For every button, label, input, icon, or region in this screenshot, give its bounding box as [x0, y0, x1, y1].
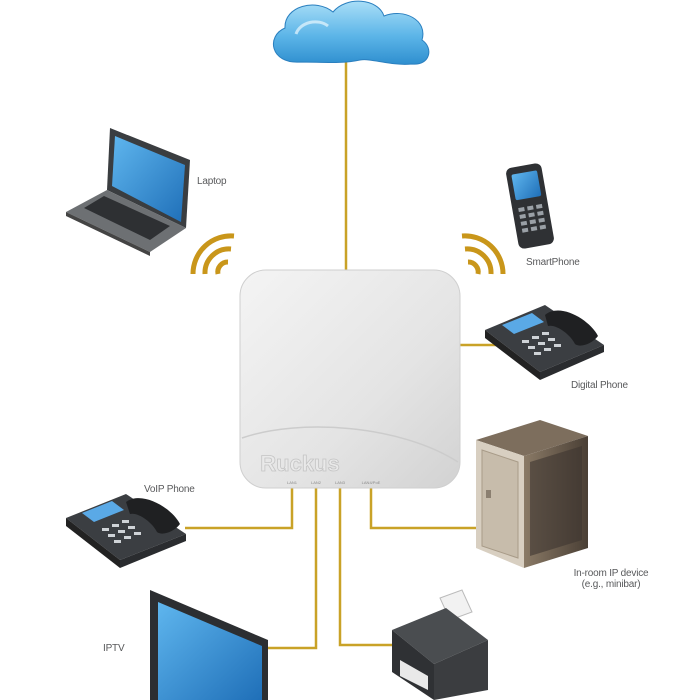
ap-port-labels: LAN1 LAN2 LAN3 LAN4/PoE — [287, 480, 381, 485]
link-printer — [338, 486, 400, 647]
digital-phone-label: Digital Phone — [571, 380, 628, 391]
link-inroom-device — [369, 486, 482, 530]
ap-brand-text: Ruckus — [260, 451, 339, 476]
printer-icon — [392, 589, 488, 700]
wifi-left-icon — [190, 233, 235, 275]
inroom-device-label-line1: In-room IP device — [573, 568, 649, 579]
link-iptv — [268, 486, 318, 650]
tv-icon — [150, 590, 268, 700]
ap-port-label: LAN1 — [287, 480, 298, 485]
inroom-device-label: In-room IP device (e.g., minibar) — [556, 568, 666, 590]
laptop-icon — [66, 128, 190, 256]
ap-port-label: LAN3 — [335, 480, 346, 485]
voip-phone-label: VoIP Phone — [144, 484, 195, 495]
smartphone-label: SmartPhone — [526, 257, 580, 268]
smartphone-icon — [506, 163, 554, 249]
wifi-right-icon — [461, 233, 506, 275]
connection-lines — [185, 58, 500, 650]
iptv-label: IPTV — [103, 643, 125, 654]
minibar-icon — [476, 420, 588, 568]
access-point: Ruckus LAN1 LAN2 LAN3 LAN4/PoE — [239, 269, 461, 489]
digital-phone-icon — [485, 305, 604, 380]
ap-port-label: LAN4/PoE — [362, 480, 381, 485]
voip-phone-icon — [66, 494, 186, 568]
laptop-label: Laptop — [197, 176, 227, 187]
link-voip-phone — [185, 486, 294, 530]
ap-port-label: LAN2 — [311, 480, 322, 485]
cloud-icon — [273, 0, 430, 65]
inroom-device-label-line2: (e.g., minibar) — [581, 579, 641, 590]
